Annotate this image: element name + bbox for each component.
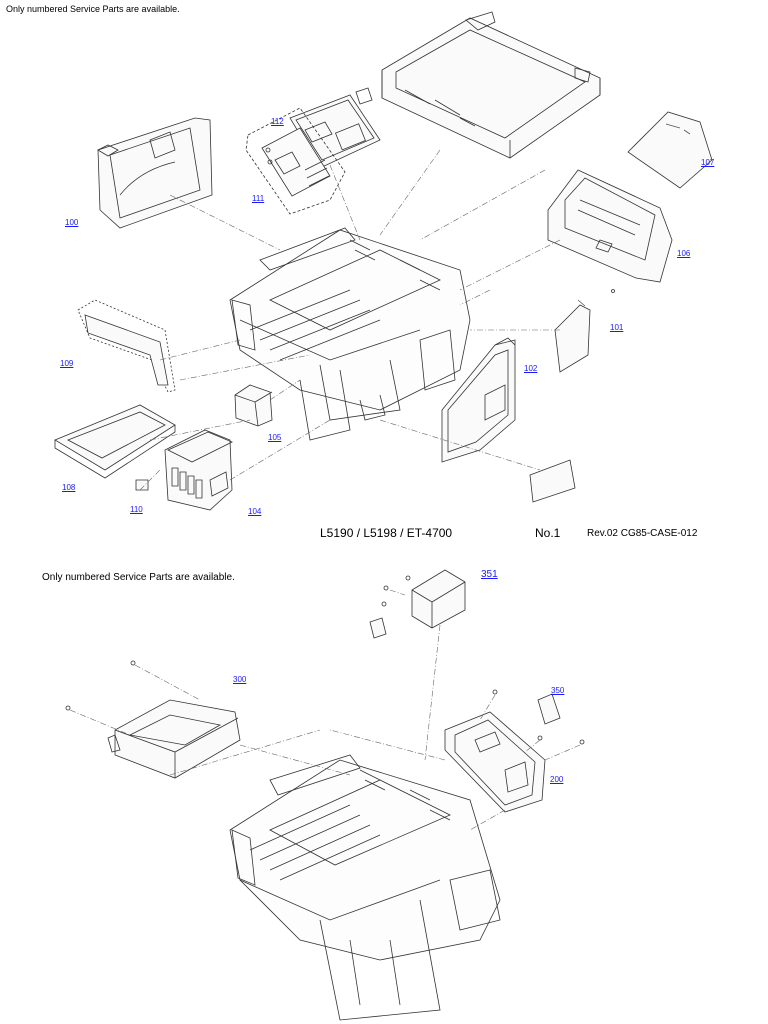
scanner-unit-part: [382, 12, 600, 158]
callout-110[interactable]: 110: [130, 505, 143, 514]
callout-106[interactable]: 106: [677, 249, 691, 258]
callout-112[interactable]: 112: [271, 117, 284, 126]
paper-guide-part: [78, 300, 175, 392]
hinge-clip-part: [356, 88, 372, 104]
callout-351[interactable]: 351: [481, 569, 498, 580]
callout-350[interactable]: 350: [551, 686, 565, 695]
callout-107[interactable]: 107: [701, 158, 715, 167]
callout-104[interactable]: 104: [248, 507, 262, 516]
sheet-number: No.1: [535, 526, 561, 540]
paper-support-part: [548, 170, 672, 282]
main-board-part: [445, 690, 584, 812]
callout-102[interactable]: 102: [524, 364, 538, 373]
service-parts-notice-second: Only numbered Service Parts are availabl…: [42, 572, 235, 583]
callout-108[interactable]: 108: [62, 483, 76, 492]
output-tray-part: [55, 405, 175, 478]
ink-cap-part: [235, 385, 272, 426]
callout-101[interactable]: 101: [610, 323, 624, 332]
bracket-part: [370, 570, 465, 638]
rear-cover-part: [628, 112, 712, 188]
callout-111[interactable]: 111: [252, 194, 265, 203]
printer-main-frame-lower: [230, 755, 500, 1020]
callout-200[interactable]: 200: [550, 775, 564, 784]
right-cover-part: [442, 338, 515, 462]
callout-300[interactable]: 300: [233, 675, 247, 684]
label-sheet-part: [530, 460, 575, 502]
callout-105[interactable]: 105: [268, 433, 282, 442]
label-sticker-part: [136, 480, 148, 490]
left-cover-part: [98, 118, 212, 228]
revision-code: Rev.02 CG85-CASE-012: [587, 528, 698, 539]
small-board-part: [538, 694, 560, 724]
control-panel-part: [246, 95, 380, 214]
service-parts-notice-top: Only numbered Service Parts are availabl…: [6, 4, 180, 14]
callout-100[interactable]: 100: [65, 218, 79, 227]
ink-tank-part: [165, 430, 232, 510]
printer-main-frame-upper: [230, 228, 470, 440]
callout-109[interactable]: 109: [60, 359, 74, 368]
model-title: L5190 / L5198 / ET-4700: [320, 526, 453, 540]
side-cover-part: [555, 305, 590, 372]
